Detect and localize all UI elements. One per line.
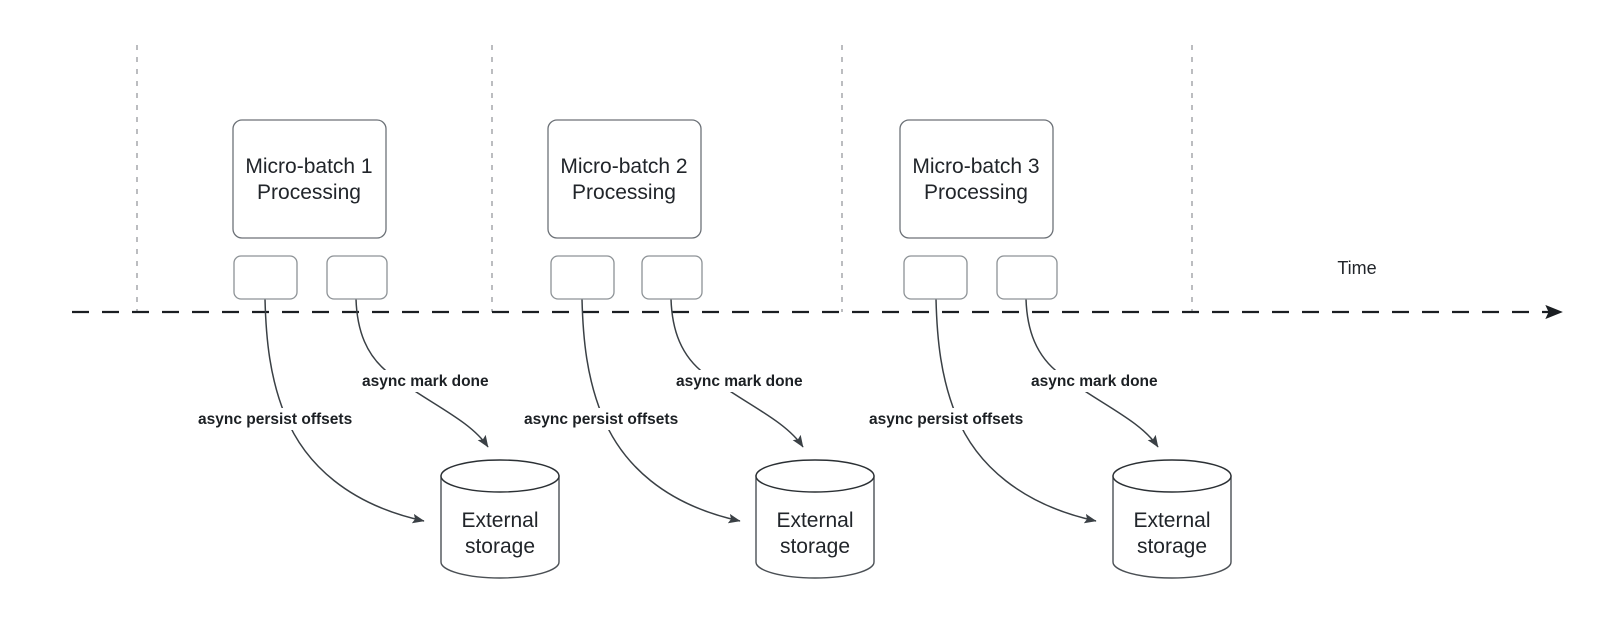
micro-batch-3-label-line2: Processing xyxy=(924,181,1028,204)
batch-1-mark-done-label: async mark done xyxy=(362,373,489,390)
batch-group-1: Micro-batch 1 Processing async persist o… xyxy=(194,119,560,579)
batch-1-mark-done-task-box[interactable] xyxy=(326,255,388,300)
external-storage-1-label-line2: storage xyxy=(465,535,535,558)
micro-batch-1-box[interactable] xyxy=(232,119,387,239)
batch-1-persist-offsets-label: async persist offsets xyxy=(198,411,352,428)
micro-batch-1-label-line2: Processing xyxy=(257,181,361,204)
micro-batch-2-label-line1: Micro-batch 2 xyxy=(560,155,687,178)
batch-3-persist-task-box[interactable] xyxy=(903,255,968,300)
batch-3-persist-offsets-label: async persist offsets xyxy=(869,411,1023,428)
batch-group-2: Micro-batch 2 Processing async persist o… xyxy=(520,119,875,579)
micro-batch-3-label-line1: Micro-batch 3 xyxy=(912,155,1039,178)
external-storage-1[interactable]: External storage xyxy=(440,459,560,579)
micro-batch-3-box[interactable] xyxy=(899,119,1054,239)
micro-batch-2-box[interactable] xyxy=(547,119,702,239)
timeline-axis: Time xyxy=(72,258,1563,320)
external-storage-3-label-line1: External xyxy=(1133,509,1210,532)
batch-group-3: Micro-batch 3 Processing async persist o… xyxy=(865,119,1232,579)
batch-3-mark-done-label: async mark done xyxy=(1031,373,1158,390)
micro-batch-2-label-line2: Processing xyxy=(572,181,676,204)
timeline-boundaries xyxy=(136,45,1193,312)
batch-2-mark-done-label: async mark done xyxy=(676,373,803,390)
batch-3-mark-done-task-box[interactable] xyxy=(996,255,1058,300)
timeline-axis-label: Time xyxy=(1337,258,1376,278)
external-storage-2-label-line2: storage xyxy=(780,535,850,558)
batch-2-persist-task-box[interactable] xyxy=(550,255,615,300)
external-storage-2[interactable]: External storage xyxy=(755,459,875,579)
batch-2-mark-done-task-box[interactable] xyxy=(641,255,703,300)
batch-1-persist-task-box[interactable] xyxy=(233,255,298,300)
external-storage-3[interactable]: External storage xyxy=(1112,459,1232,579)
external-storage-2-label-line1: External xyxy=(776,509,853,532)
external-storage-1-label-line1: External xyxy=(461,509,538,532)
micro-batch-1-label-line1: Micro-batch 1 xyxy=(245,155,372,178)
external-storage-3-label-line2: storage xyxy=(1137,535,1207,558)
batch-2-persist-offsets-label: async persist offsets xyxy=(524,411,678,428)
